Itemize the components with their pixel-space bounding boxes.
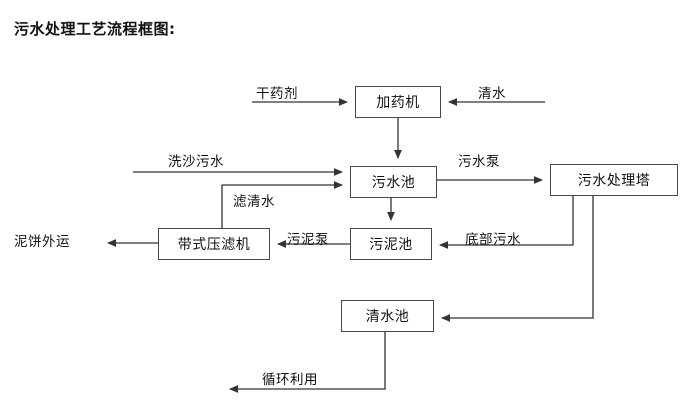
terminal-label-mud-cake-out: 泥饼外运: [14, 234, 70, 250]
node-clearwater-pool[interactable]: 清水池: [341, 300, 434, 332]
edge-label-bottom-sewage: 底部污水: [465, 232, 521, 248]
arrow-clearwater-pool-to-recycle-reuse: [229, 332, 386, 393]
node-label: 污水池: [371, 175, 416, 191]
node-label: 加药机: [376, 95, 420, 111]
node-wastewater-pool[interactable]: 污水池: [350, 166, 437, 198]
node-belt-filter-press[interactable]: 带式压滤机: [158, 228, 270, 260]
edge-label-clean-water: 清水: [478, 86, 506, 102]
arrow-treatment-tower-to-clearwater-pool: [441, 196, 594, 322]
node-label: 带式压滤机: [177, 237, 251, 253]
edge-label-sand-wash-sewage: 洗沙污水: [168, 154, 224, 170]
node-sludge-pool[interactable]: 污泥池: [350, 228, 432, 260]
node-label: 污泥池: [369, 237, 413, 253]
edge-label-sludge-pump: 污泥泵: [287, 232, 329, 248]
node-label: 污水处理塔: [577, 173, 651, 189]
page-title: 污水处理工艺流程框图:: [14, 20, 176, 38]
node-label: 清水池: [365, 309, 410, 325]
edge-label-filtered-clear-water: 滤清水: [233, 194, 275, 210]
node-dosing-machine[interactable]: 加药机: [355, 86, 441, 118]
arrow-belt-filter-press-to-wastewater-pool: [221, 181, 343, 228]
edge-label-dry-chemical: 干药剂: [256, 86, 298, 102]
node-treatment-tower[interactable]: 污水处理塔: [550, 164, 678, 196]
arrow-treatment-tower-to-sludge-pool: [439, 196, 574, 249]
edge-label-sewage-pump: 污水泵: [458, 154, 500, 170]
edge-label-recycle-reuse: 循环利用: [262, 372, 318, 388]
